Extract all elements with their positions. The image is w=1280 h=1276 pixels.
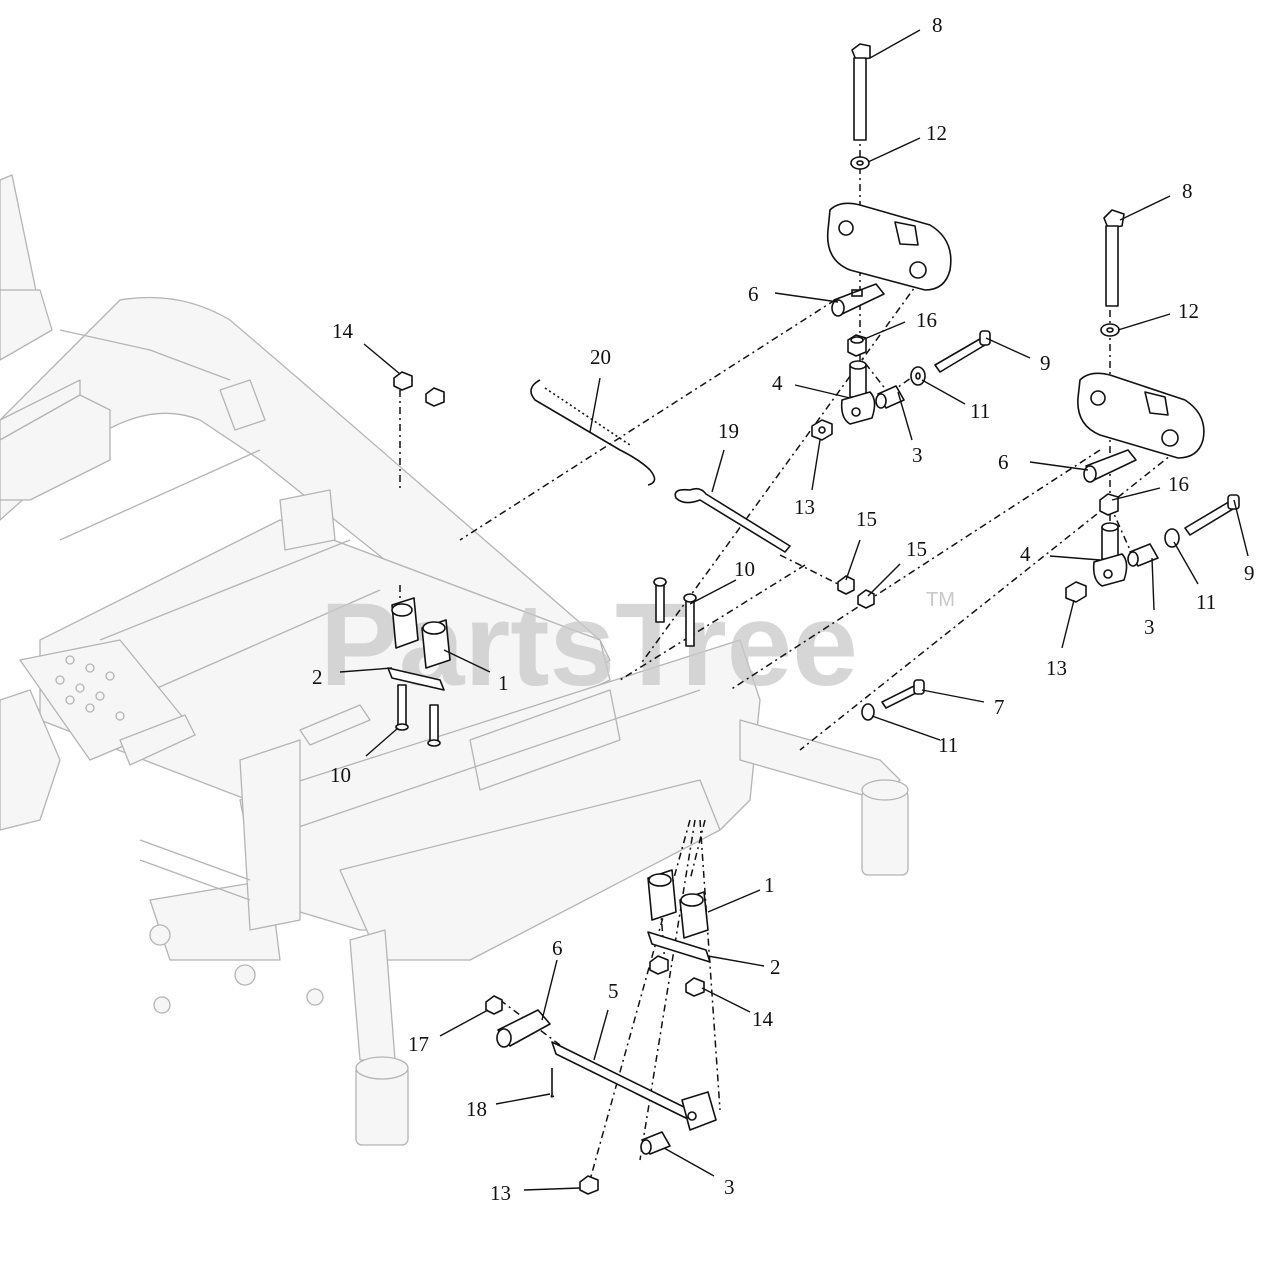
- callout-pin-upper: 9: [1040, 351, 1051, 375]
- callout-pivot-right: 6: [998, 450, 1009, 474]
- callout-washer11-right: 11: [1196, 590, 1216, 614]
- callout-washer-right: 12: [1178, 299, 1199, 323]
- callout-plate2-upper: 2: [312, 665, 323, 689]
- callout-nut13-upper: 13: [794, 495, 815, 519]
- callout-spacer-right: 16: [1168, 472, 1189, 496]
- callout-pivot-upper: 6: [748, 282, 759, 306]
- callout-bolt-upper: 8: [932, 13, 943, 37]
- parts: [387, 43, 1240, 1195]
- callout-cotter18: 18: [466, 1097, 487, 1121]
- callout-washer11-upper: 11: [970, 399, 990, 423]
- watermark-tm: TM: [926, 589, 955, 611]
- callout-bushing3-lower: 3: [724, 1175, 735, 1199]
- callout-nut15-b: 15: [906, 537, 927, 561]
- callout-nut15-a: 15: [856, 507, 877, 531]
- pivot-6-upper: [831, 283, 885, 317]
- callout-arm-upper: 4: [772, 371, 783, 395]
- callout-pin-right: 9: [1244, 561, 1255, 585]
- callout-bushing3-upper: 3: [912, 443, 923, 467]
- spring-20: [530, 379, 656, 486]
- arm-4-upper: [840, 360, 876, 425]
- callout-nut13-lower: 13: [490, 1181, 511, 1205]
- bushing-1-upper: [391, 597, 451, 669]
- callout-nut14-lower: 14: [752, 1007, 774, 1031]
- mower-frame: [0, 174, 909, 1146]
- callout-plate2-lower: 2: [770, 955, 781, 979]
- link-plate-upper: [826, 202, 952, 291]
- assembly-lines: [399, 65, 1191, 1181]
- callout-pin10-right: 10: [734, 557, 755, 581]
- callout-pin7: 7: [994, 695, 1005, 719]
- callout-washer-upper: 12: [926, 121, 947, 145]
- callout-rod: 19: [718, 419, 739, 443]
- callout-bushing3-right: 3: [1144, 615, 1155, 639]
- callout-labels: 8 12 8 12 6 16 9 4 11 3 13 6 16 9 4 11 3…: [312, 13, 1255, 1205]
- callout-pin10-left: 10: [330, 763, 351, 787]
- callout-washer11-lower: 11: [938, 733, 958, 757]
- callout-nut14-upper: 14: [332, 319, 354, 343]
- shaft-5: [551, 1041, 717, 1131]
- callout-bushing1-upper: 1: [498, 671, 509, 695]
- callout-shaft: 5: [608, 979, 619, 1003]
- bolt-8-upper: [851, 43, 871, 141]
- callout-spacer-upper: 16: [916, 308, 937, 332]
- callout-nut13-right: 13: [1046, 656, 1067, 680]
- callout-pivot-lower: 6: [552, 936, 563, 960]
- leader-lines: [339, 29, 1249, 1191]
- callout-bushing1-lower: 1: [764, 873, 775, 897]
- callout-spring: 20: [590, 345, 611, 369]
- callout-arm-right: 4: [1020, 542, 1031, 566]
- callout-nut17: 17: [408, 1032, 429, 1056]
- callout-bolt-right: 8: [1182, 179, 1193, 203]
